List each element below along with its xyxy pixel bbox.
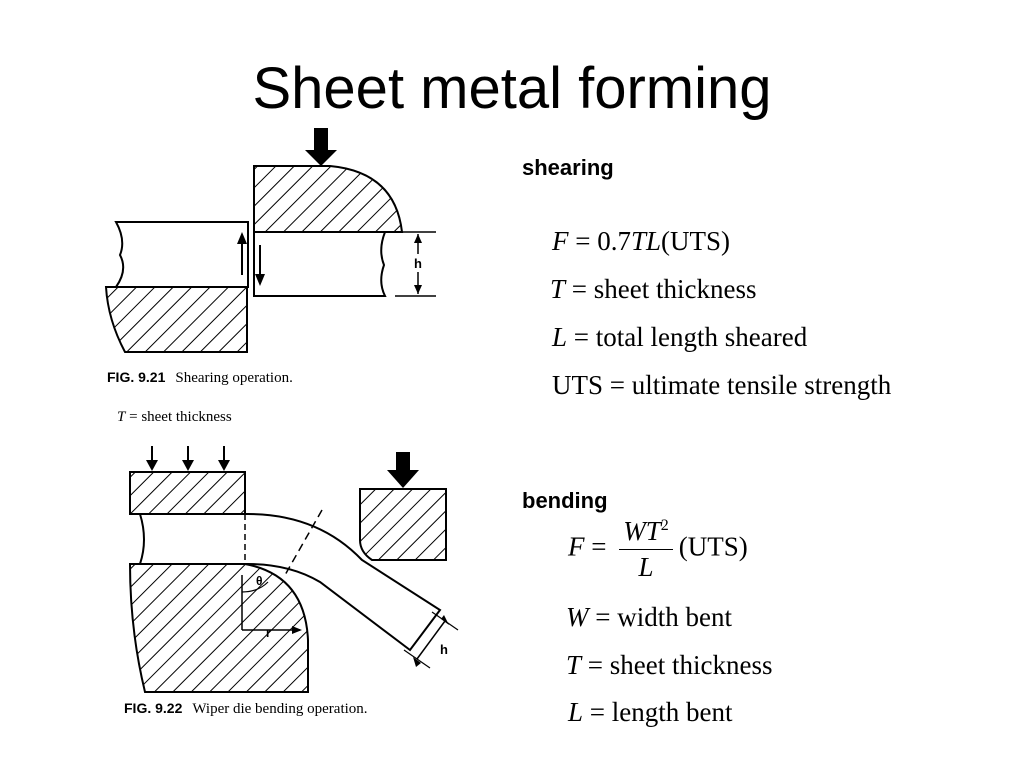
- sheet-left: [114, 221, 249, 288]
- stray-thickness-label: T = sheet thickness: [117, 409, 232, 425]
- down-arrow-icon: [387, 452, 419, 488]
- shearing-heading: shearing: [522, 155, 614, 180]
- fig2-number: FIG. 9.22: [124, 700, 183, 716]
- die: [104, 286, 248, 353]
- shearing-formula: F = 0.7TL(UTS): [552, 226, 731, 256]
- fig1-caption: FIG. 9.21 Shearing operation.: [107, 369, 293, 387]
- page-title: Sheet metal forming: [252, 56, 772, 121]
- pad-arrows-icon: [146, 446, 230, 471]
- fig1-dim-label: h: [414, 256, 422, 271]
- fig2-dim-label: h: [440, 642, 448, 657]
- shearing-def-length: L = total length sheared: [552, 322, 808, 352]
- fig1-number: FIG. 9.21: [107, 369, 166, 385]
- sheet-bent: [138, 513, 442, 652]
- bending-heading: bending: [522, 488, 608, 513]
- sheet-right: [253, 231, 387, 297]
- bend-die: [128, 563, 309, 693]
- fig2-caption: FIG. 9.22 Wiper die bending operation.: [124, 700, 368, 718]
- fig2-angle-label: θ: [256, 574, 263, 588]
- fig2-caption-text: Wiper die bending operation.: [192, 701, 368, 717]
- bending-def-thickness: T = sheet thickness: [566, 650, 773, 680]
- pressure-pad: [129, 471, 246, 515]
- wiper-punch: [359, 488, 447, 561]
- shearing-def-thickness: T = sheet thickness: [550, 274, 757, 304]
- fig2-radius-label: r: [266, 626, 271, 640]
- shearing-def-uts: UTS = ultimate tensile strength: [552, 370, 892, 400]
- bending-def-length: L = length bent: [568, 697, 733, 727]
- fig1-caption-text: Shearing operation.: [175, 370, 293, 386]
- down-arrow-icon: [305, 128, 337, 166]
- bending-def-width: W = width bent: [566, 602, 732, 632]
